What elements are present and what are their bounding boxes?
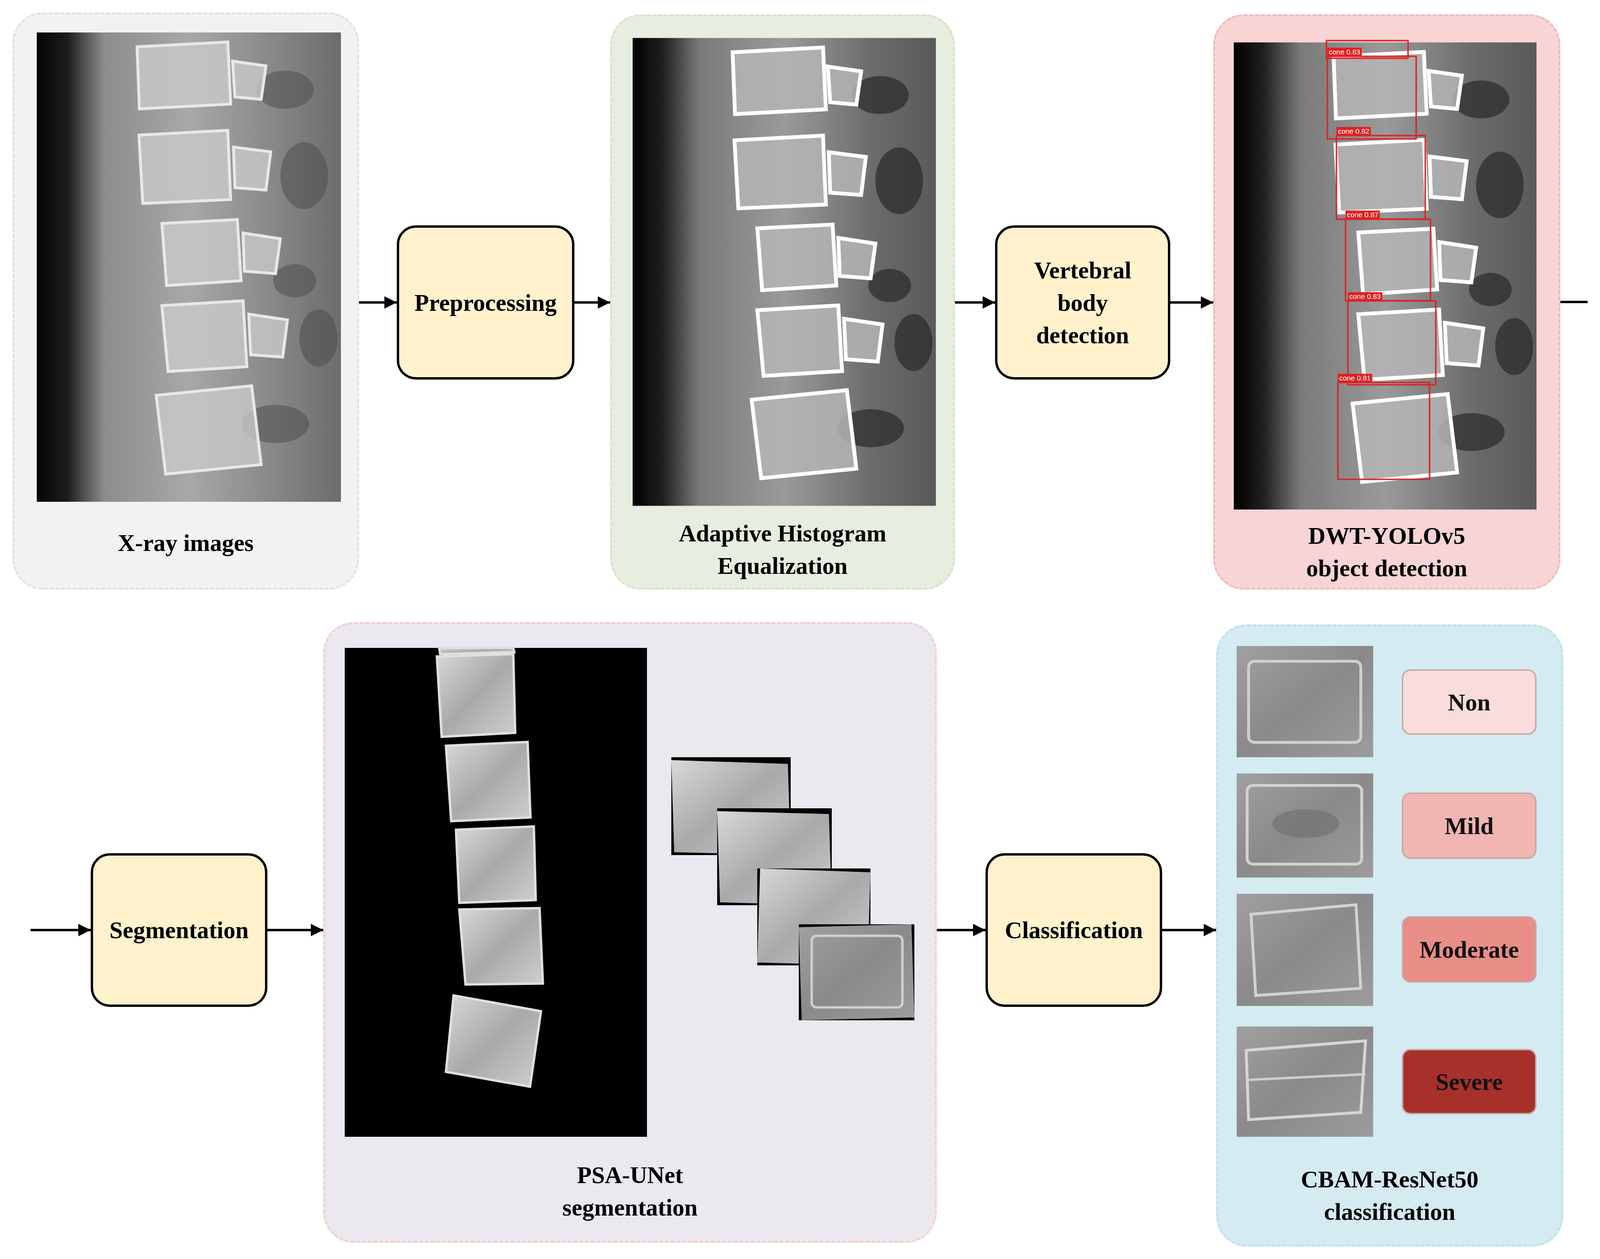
flow-arrow <box>1170 301 1214 304</box>
flow-arrow <box>954 301 996 304</box>
flow-arrow <box>574 301 611 304</box>
class-box: Moderate <box>1401 916 1537 983</box>
flow-arrow <box>30 302 1588 931</box>
image-panel: Adaptive Histogram Equalization <box>610 14 955 590</box>
process-box: Classification <box>985 853 1163 1007</box>
panel-caption: DWT-YOLOv5 object detection <box>1284 519 1490 585</box>
class-box: Severe <box>1401 1049 1537 1115</box>
class-label: Moderate <box>1419 933 1519 966</box>
class-label: Mild <box>1444 809 1495 843</box>
flow-arrow <box>267 929 324 932</box>
class-box: Mild <box>1401 792 1537 859</box>
process-box: Vertebral body detection <box>995 225 1171 380</box>
process-label: Segmentation <box>109 913 249 947</box>
flow-arrow <box>1162 929 1217 932</box>
class-label: Severe <box>1435 1065 1504 1099</box>
image-panel: CBAM-ResNet50 classification NonMildModer… <box>1216 624 1564 1247</box>
flow-arrow <box>936 929 986 932</box>
panel-caption: X-ray images <box>37 526 334 560</box>
panel-caption: Adaptive Histogram Equalization <box>648 517 917 583</box>
class-label: Non <box>1448 686 1491 719</box>
panel-caption: CBAM-ResNet50 classification <box>1289 1163 1491 1229</box>
panel-caption: PSA-UNet segmentation <box>544 1158 717 1224</box>
image-panel: PSA-UNet segmentation <box>323 622 937 1243</box>
process-box: Segmentation <box>90 853 268 1007</box>
process-label: Vertebral body detection <box>1020 254 1145 352</box>
process-label: Classification <box>1005 913 1144 947</box>
process-label: Preprocessing <box>414 286 557 319</box>
image-panel: DWT-YOLOv5 object detection <box>1213 14 1561 590</box>
image-panel: X-ray images <box>12 12 360 590</box>
class-box: Non <box>1401 669 1537 735</box>
process-box: Preprocessing <box>396 225 575 380</box>
flow-arrow <box>359 301 397 304</box>
